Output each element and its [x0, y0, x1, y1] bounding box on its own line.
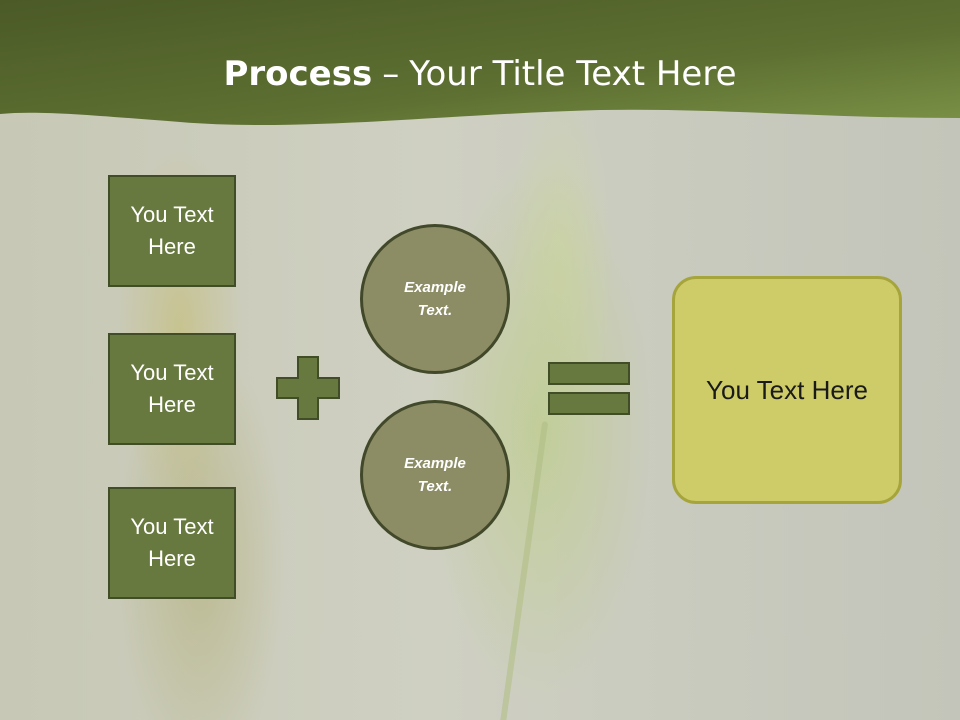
example-circle-2[interactable]: Example Text. — [360, 400, 510, 550]
title-banner — [0, 0, 960, 125]
equals-icon — [548, 362, 630, 415]
text-box-3[interactable]: You Text Here — [108, 487, 236, 599]
page-title: Process–Your Title Text Here — [0, 52, 960, 96]
text-box-2[interactable]: You Text Here — [108, 333, 236, 445]
title-text: Your Title Text Here — [409, 54, 737, 94]
plus-icon — [276, 356, 340, 420]
example-circle-1[interactable]: Example Text. — [360, 224, 510, 374]
title-separator: – — [382, 54, 400, 94]
title-bold: Process — [223, 54, 373, 94]
result-box[interactable]: You Text Here — [672, 276, 902, 504]
text-box-1[interactable]: You Text Here — [108, 175, 236, 287]
